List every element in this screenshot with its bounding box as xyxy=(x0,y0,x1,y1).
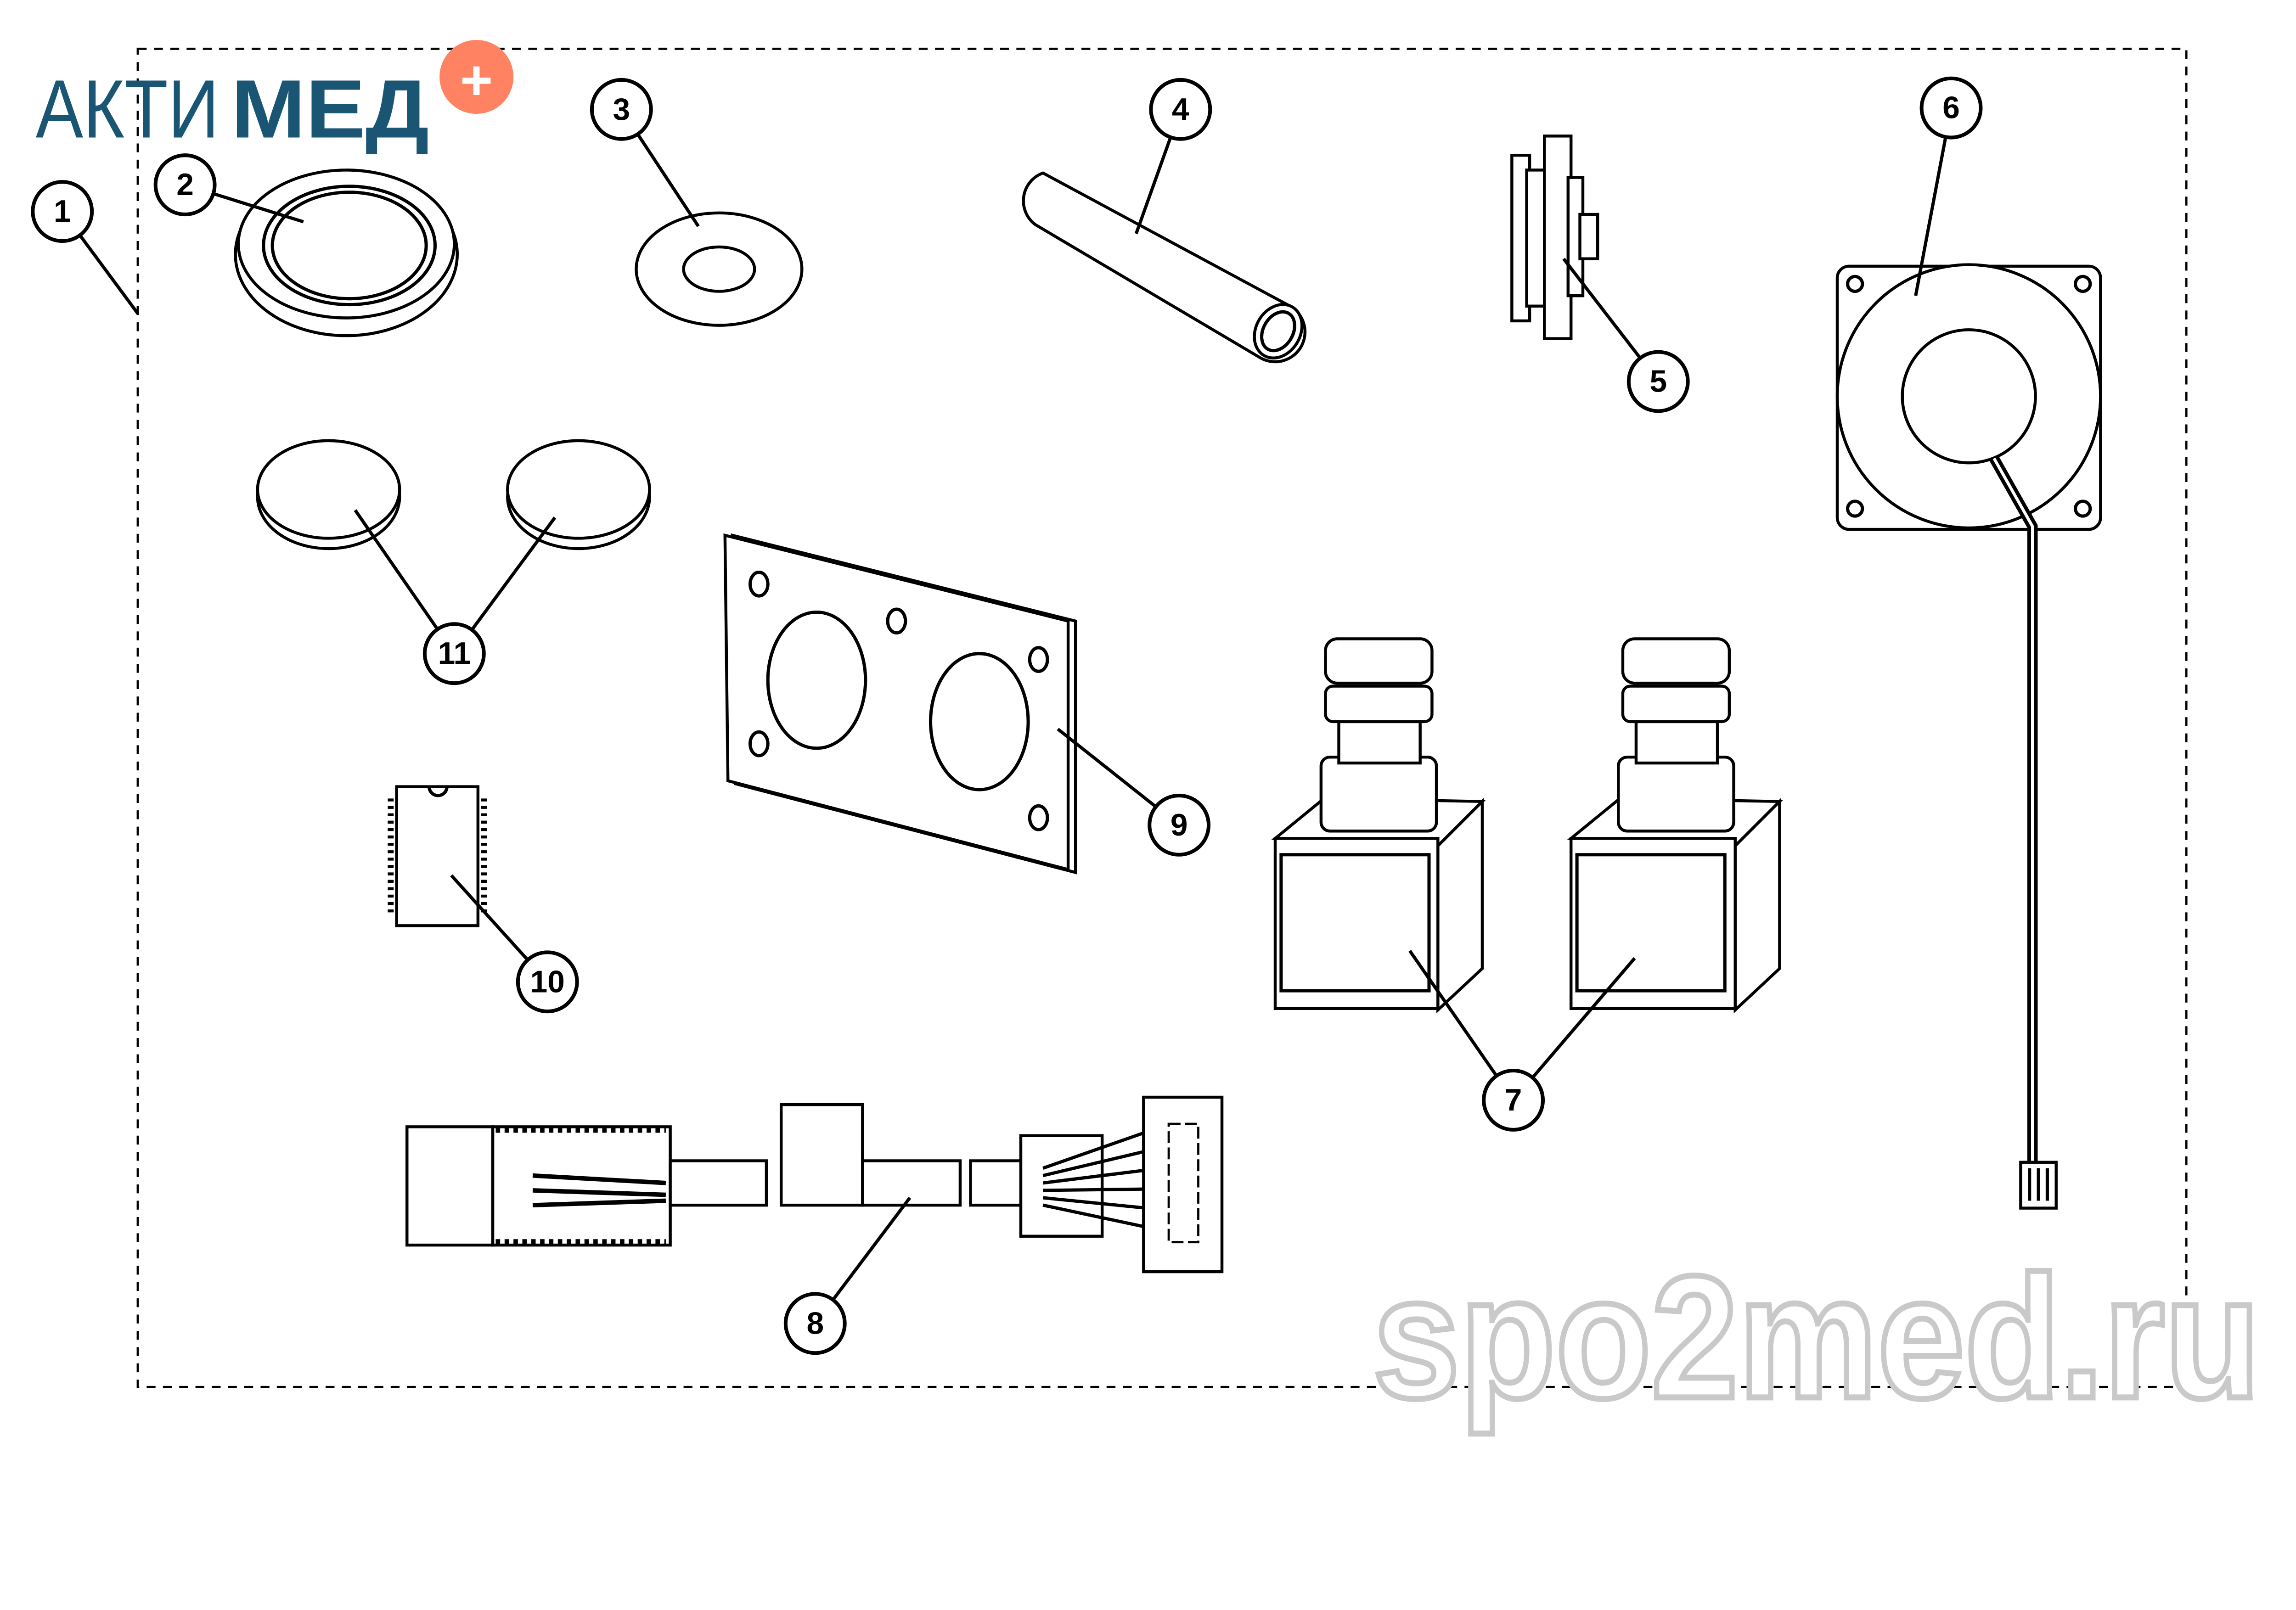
logo-text-light: АКТИ xyxy=(36,63,219,156)
svg-text:3: 3 xyxy=(613,92,630,127)
svg-text:1: 1 xyxy=(54,194,71,229)
callout-7: 7 xyxy=(1482,1069,1545,1132)
svg-text:8: 8 xyxy=(806,1306,824,1341)
part-4-tube xyxy=(1022,171,1307,364)
kit-boundary xyxy=(136,47,2188,1388)
svg-text:5: 5 xyxy=(1649,365,1667,399)
diagram-canvas: 1 2 3 4 5 6 7 8 9 10 11 + АКТИ МЕД spo2m… xyxy=(31,39,2263,1438)
watermark: spo2med.ru xyxy=(1373,1240,2261,1436)
callout-6: 6 xyxy=(1919,76,1983,140)
callout-5: 5 xyxy=(1626,350,1690,413)
part-7-solenoids xyxy=(1271,637,1784,1014)
callout-1: 1 xyxy=(31,180,94,243)
part-3-washer xyxy=(635,211,804,327)
callout-8: 8 xyxy=(783,1292,847,1355)
callout-4: 4 xyxy=(1149,78,1212,141)
callout-10: 10 xyxy=(516,950,579,1014)
part-6-sensor-with-cable xyxy=(1835,263,2102,1210)
part-2-ring-seal xyxy=(234,168,459,337)
callout-3: 3 xyxy=(590,78,653,141)
svg-text:2: 2 xyxy=(176,168,194,202)
callout-9: 9 xyxy=(1148,793,1211,857)
logo-plus: + xyxy=(460,48,493,111)
callout-11: 11 xyxy=(422,622,486,685)
svg-text:4: 4 xyxy=(1172,92,1189,127)
part-11-discs xyxy=(256,439,651,550)
svg-text:11: 11 xyxy=(438,636,471,671)
part-8-cable-assembly xyxy=(405,1095,1224,1273)
svg-text:6: 6 xyxy=(1942,91,1960,125)
svg-text:9: 9 xyxy=(1171,808,1188,842)
svg-text:7: 7 xyxy=(1505,1083,1522,1117)
part-10-chip xyxy=(388,785,487,927)
part-5-valve xyxy=(1510,135,1599,340)
logo-text-bold: МЕД xyxy=(231,63,429,156)
aktimed-logo: + АКТИ МЕД xyxy=(36,39,514,156)
callout-2: 2 xyxy=(153,153,217,217)
part-9-gasket-plate xyxy=(723,533,1077,875)
svg-text:10: 10 xyxy=(530,965,565,999)
logo-plus-badge xyxy=(439,39,514,114)
